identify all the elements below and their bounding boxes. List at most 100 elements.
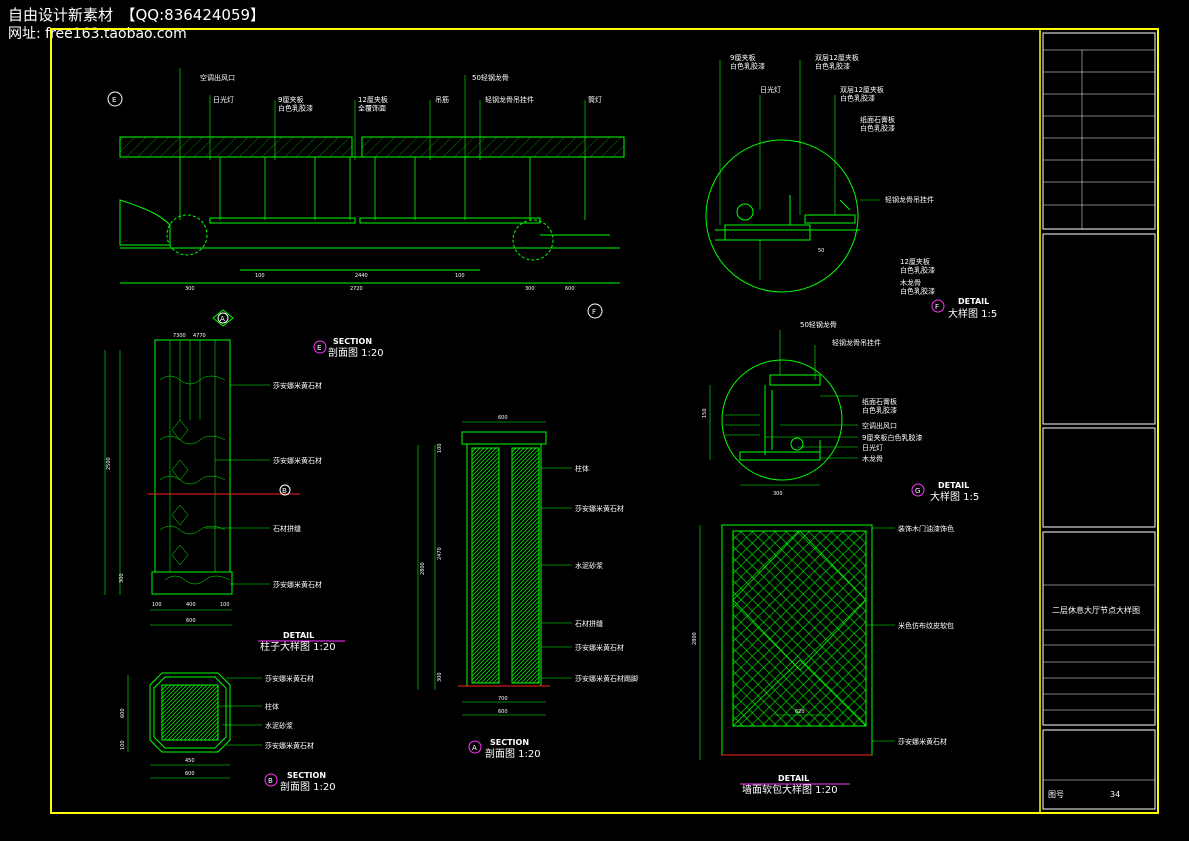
column-label-1: 莎安娜米黄石材 — [273, 381, 322, 390]
detail-f-dim: 50 — [818, 248, 824, 254]
top-dim-2: 2440 — [355, 273, 368, 279]
detail-f-title-en: DETAIL — [958, 297, 989, 306]
section-b-marker: B — [268, 777, 273, 785]
column-label-3: 石材拼缝 — [273, 524, 301, 533]
detail-g-drawing — [709, 330, 925, 497]
section-b-label-2: 柱体 — [265, 702, 279, 711]
wall-panel-dim-2: 620 — [795, 709, 805, 715]
sheet-frame — [50, 28, 1159, 814]
top-dim-6: 300 — [525, 286, 535, 292]
detail-f-label-8: 木龙骨白色乳胶漆 — [900, 278, 935, 295]
detail-f-title-cn: 大样图 1:5 — [948, 307, 997, 320]
section-b-dim-bot-1: 450 — [185, 758, 195, 764]
column-marker-b: B — [282, 487, 287, 495]
section-a-dim-bot-1: 700 — [498, 696, 508, 702]
detail-f-label-7: 12厘夹板白色乳胶漆 — [900, 257, 935, 274]
section-a-dim-top: 600 — [498, 415, 508, 421]
title-block — [1039, 29, 1156, 813]
section-e-title-cn: 剖面图 1:20 — [328, 346, 384, 359]
column-dim-top-2: 4770 — [193, 333, 206, 339]
section-b-dim-left-1: 600 — [120, 708, 126, 718]
top-dim-4: 300 — [185, 286, 195, 292]
column-dim-bot-4: 600 — [186, 618, 196, 624]
wall-panel-label-3: 莎安娜米黄石材 — [898, 737, 947, 746]
top-marker-f: F — [592, 308, 596, 316]
section-a-dim-left-3: 100 — [437, 443, 443, 453]
column-marker-a: A — [220, 315, 225, 323]
column-dim-bot-2: 400 — [186, 602, 196, 608]
section-a-dim-left-1: 2800 — [420, 562, 426, 575]
detail-g-label-5: 9厘夹板白色乳胶漆 — [862, 433, 922, 442]
column-dim-top-1: 7300 — [173, 333, 186, 339]
top-dim-1: 100 — [255, 273, 265, 279]
section-a-dim-bot-2: 600 — [498, 709, 508, 715]
top-label-3: 9厘夹板白色乳胶漆 — [278, 95, 313, 112]
wall-panel-label-1: 装饰木门油漆饰色 — [898, 524, 954, 533]
top-label-8: 筒灯 — [588, 95, 602, 104]
section-e-marker-circle — [313, 340, 327, 354]
detail-g-title-en: DETAIL — [938, 481, 969, 490]
section-b-label-4: 莎安娜米黄石材 — [265, 741, 314, 750]
detail-f-label-6: 轻钢龙骨吊挂件 — [885, 195, 934, 204]
top-label-5: 吊筋 — [435, 95, 449, 104]
wall-panel-drawing — [699, 524, 895, 760]
title-block-drawing-title: 二层休息大厅节点大样图 — [1052, 605, 1140, 615]
top-marker-e: E — [112, 96, 116, 104]
column-detail-drawing — [104, 309, 300, 626]
detail-g-label-7: 木龙骨 — [862, 454, 883, 463]
top-dim-7: 600 — [565, 286, 575, 292]
section-e-title-en: SECTION — [333, 337, 372, 346]
detail-f-label-3: 日光灯 — [760, 85, 781, 94]
section-a-label-6: 莎安娜米黄石材踢脚 — [575, 674, 638, 683]
section-a-marker: A — [472, 744, 477, 752]
section-b-dim-bot-2: 600 — [185, 771, 195, 777]
detail-g-label-6: 日光灯 — [862, 443, 883, 452]
watermark-line-1: 自由设计新素材 【QQ:836424059】 — [8, 6, 266, 24]
section-b-dim-left-2: 100 — [120, 740, 126, 750]
section-a-title-cn: 剖面图 1:20 — [485, 747, 541, 760]
top-dim-3: 100 — [455, 273, 465, 279]
detail-f-label-4: 双层12厘夹板白色乳胶漆 — [840, 85, 884, 102]
detail-f-marker: F — [935, 303, 939, 311]
detail-f-label-1: 9厘夹板白色乳胶漆 — [730, 53, 765, 70]
top-dim-5: 2720 — [350, 286, 363, 292]
section-a-dim-left-4: 300 — [437, 672, 443, 682]
detail-g-label-1: 50轻钢龙骨 — [800, 320, 837, 329]
column-dim-left-2: 300 — [119, 573, 125, 583]
section-a-dim-left-2: 2470 — [437, 547, 443, 560]
wall-panel-label-2: 米色仿布纹皮软包 — [898, 621, 954, 630]
top-label-7: 轻钢龙骨吊挂件 — [485, 95, 534, 104]
detail-g-title-cn: 大样图 1:5 — [930, 490, 979, 503]
detail-g-label-3: 纸面石膏板白色乳胶漆 — [862, 397, 897, 414]
wall-panel-dim-1: 2800 — [692, 632, 698, 645]
column-title-cn: 柱子大样图 1:20 — [260, 640, 336, 653]
section-a-drawing — [417, 421, 572, 754]
wall-panel-title-en: DETAIL — [778, 774, 809, 783]
title-block-sheet-number: 34 — [1110, 790, 1120, 799]
detail-g-dim-1: 150 — [702, 408, 708, 418]
section-b-drawing — [127, 672, 278, 787]
column-dim-left-1: 2500 — [106, 457, 112, 470]
section-a-title-en: SECTION — [490, 738, 529, 747]
section-b-label-3: 水泥砂浆 — [265, 721, 293, 730]
detail-f-label-2: 双层12厘夹板白色乳胶漆 — [815, 53, 859, 70]
section-e-marker: E — [317, 344, 321, 352]
section-a-label-4: 石材拼缝 — [575, 619, 603, 628]
column-dim-bot-3: 100 — [220, 602, 230, 608]
column-label-4: 莎安娜米黄石材 — [273, 580, 322, 589]
top-label-4: 12厘夹板全覆饰面 — [358, 95, 388, 112]
section-a-label-3: 水泥砂浆 — [575, 561, 603, 570]
detail-g-marker: G — [915, 487, 920, 495]
wall-panel-title-cn: 墙面软包大样图 1:20 — [742, 783, 838, 796]
section-a-label-5: 莎安娜米黄石材 — [575, 643, 624, 652]
title-block-sheet-label: 图号 — [1048, 790, 1064, 799]
top-label-6: 50轻钢龙骨 — [472, 73, 509, 82]
section-a-label-1: 柱体 — [575, 464, 589, 473]
top-label-1: 空调出风口 — [200, 73, 235, 82]
detail-g-label-4: 空调出风口 — [862, 421, 897, 430]
column-title-en: DETAIL — [283, 631, 314, 640]
section-a-label-2: 莎安娜米黄石材 — [575, 504, 624, 513]
detail-g-label-2: 轻钢龙骨吊挂件 — [832, 338, 881, 347]
detail-f-drawing — [705, 60, 945, 313]
